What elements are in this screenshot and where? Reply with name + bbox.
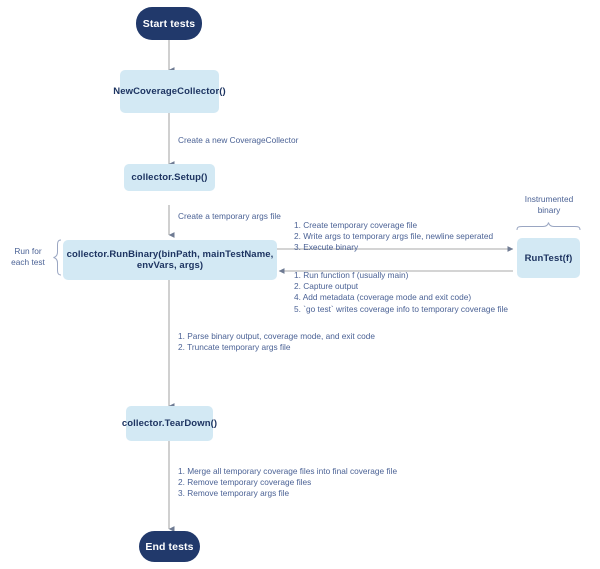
node-run-test[interactable]: RunTest(f) xyxy=(517,238,580,278)
step-item: 2. Write args to temporary args file, ne… xyxy=(294,231,494,242)
annotation-line: each test xyxy=(11,257,45,268)
edge-label-runbinary-to-runtest-steps: 1. Create temporary coverage file 2. Wri… xyxy=(294,220,493,254)
node-run-test-label: RunTest(f) xyxy=(524,252,573,264)
node-end-tests[interactable]: End tests xyxy=(139,531,200,562)
node-collector-tear-down[interactable]: collector.TearDown() xyxy=(122,406,217,441)
step-item: 3. Execute binary xyxy=(294,242,359,253)
edge-label-runtest-to-runbinary-steps: 1. Run function f (usually main) 2. Capt… xyxy=(294,270,508,315)
brace-run-for-each-test xyxy=(53,239,62,276)
node-new-coverage-collector[interactable]: NewCoverageCollector() xyxy=(113,70,226,113)
step-item: 1. Create temporary coverage file xyxy=(294,220,418,230)
step-item: 4. Add metadata (coverage mode and exit … xyxy=(294,292,472,303)
annotation-line: Instrumented xyxy=(524,194,574,204)
annotation-line: Run for xyxy=(14,246,42,256)
node-start-tests[interactable]: Start tests xyxy=(136,7,202,40)
node-collector-setup[interactable]: collector.Setup() xyxy=(124,164,215,191)
step-item: 1. Run function f (usually main) xyxy=(294,270,409,280)
brace-instrumented-binary xyxy=(516,222,581,231)
node-start-tests-label: Start tests xyxy=(142,17,196,30)
annotation-line: binary xyxy=(537,205,561,216)
step-item: 2. Truncate temporary args file xyxy=(178,342,291,353)
annotation-run-for-each-test: Run for each test xyxy=(3,246,53,268)
step-item: 3. Remove temporary args file xyxy=(178,488,290,499)
step-item: 2. Remove temporary coverage files xyxy=(178,477,312,488)
step-item: 1. Parse binary output, coverage mode, a… xyxy=(178,331,375,341)
node-end-tests-label: End tests xyxy=(145,540,194,553)
step-item: 1. Merge all temporary coverage files in… xyxy=(178,466,398,476)
node-collector-run-binary[interactable]: collector.RunBinary(binPath, mainTestNam… xyxy=(63,240,277,280)
edge-label-create-temporary-args-file: Create a temporary args file xyxy=(178,211,281,221)
node-new-coverage-collector-label: NewCoverageCollector() xyxy=(113,86,226,97)
edge-label-create-new-coveragecollector: Create a new CoverageCollector xyxy=(178,135,299,145)
node-collector-run-binary-label: collector.RunBinary(binPath, mainTestNam… xyxy=(66,249,274,271)
edge-label-runbinary-to-teardown-steps: 1. Parse binary output, coverage mode, a… xyxy=(178,331,375,353)
edge-label-teardown-to-end-steps: 1. Merge all temporary coverage files in… xyxy=(178,466,397,500)
node-collector-setup-label: collector.Setup() xyxy=(131,172,208,183)
step-item: 5. `go test` writes coverage info to tem… xyxy=(294,303,508,314)
step-item: 2. Capture output xyxy=(294,281,359,292)
node-collector-tear-down-label: collector.TearDown() xyxy=(121,418,218,429)
annotation-instrumented-binary: Instrumented binary xyxy=(509,194,589,216)
